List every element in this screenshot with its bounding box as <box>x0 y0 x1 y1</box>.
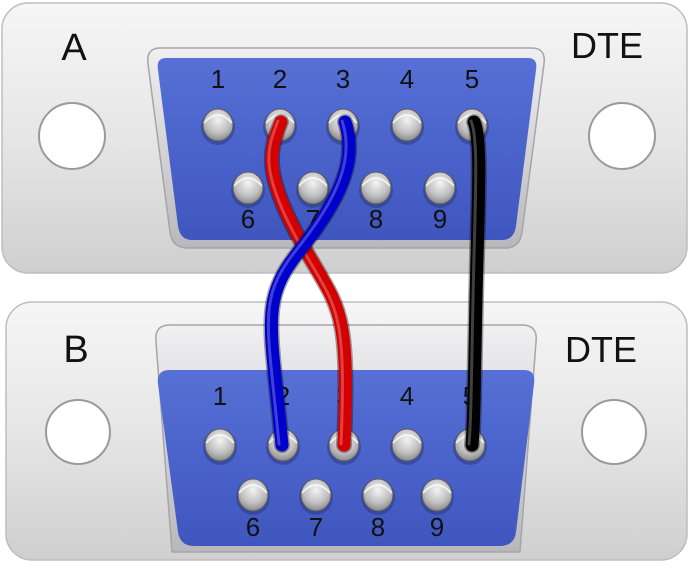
pin-contact <box>362 478 394 512</box>
wire-highlight <box>467 119 478 446</box>
wire-3-to-2 <box>263 114 358 453</box>
pin-label: 6 <box>246 512 260 542</box>
wire-body <box>465 115 486 452</box>
pin-highlight <box>301 484 331 494</box>
pin-label: 5 <box>465 64 479 94</box>
pin-1: 1 <box>201 64 235 145</box>
pin-4: 4 <box>390 381 424 465</box>
pin-contact <box>300 478 332 512</box>
pin-contact <box>391 108 423 142</box>
pin-label: 7 <box>309 512 323 542</box>
pin-label: 8 <box>369 204 383 234</box>
pin-highlight <box>298 177 328 187</box>
wire-5-to-5 <box>464 114 487 453</box>
pin-contact <box>237 478 269 512</box>
pin-highlight <box>425 177 455 187</box>
wires <box>263 114 487 453</box>
connector-a-label: A <box>61 27 87 69</box>
connector-a-left-mount-hole <box>38 102 106 170</box>
pin-label: 1 <box>213 381 227 411</box>
pin-highlight <box>363 484 393 494</box>
pin-contact <box>360 171 392 205</box>
pin-7: 7 <box>299 478 333 542</box>
pin-7: 7 <box>296 171 330 234</box>
wire-body <box>264 115 356 452</box>
pin-label: 3 <box>336 64 350 94</box>
pin-highlight <box>203 114 233 124</box>
pin-label: 6 <box>241 204 255 234</box>
pin-4: 4 <box>390 64 424 145</box>
pin-highlight <box>233 177 263 187</box>
connector-a-right-mount-hole <box>588 102 656 170</box>
pin-label: 4 <box>400 381 414 411</box>
pin-contact <box>424 171 456 205</box>
pin-label: 2 <box>273 64 287 94</box>
pin-highlight <box>392 434 422 444</box>
pin-contact <box>202 108 234 142</box>
connector-a-side-label: DTE <box>571 25 643 66</box>
pin-contact <box>297 171 329 205</box>
pin-8: 8 <box>359 171 393 234</box>
wire-highlight <box>266 119 348 446</box>
connector-b-right-mount-hole <box>581 399 647 465</box>
wire-body <box>265 115 352 452</box>
pin-highlight <box>265 114 295 124</box>
pin-highlight <box>422 484 452 494</box>
pin-label: 9 <box>433 204 447 234</box>
pin-contact <box>204 428 236 462</box>
pin-9: 9 <box>423 171 457 234</box>
pin-6: 6 <box>231 171 265 234</box>
pin-contact <box>232 171 264 205</box>
connector-b-left-mount-hole <box>45 399 111 465</box>
connector-b-label: B <box>63 329 88 371</box>
pin-label: 1 <box>211 64 225 94</box>
pin-1: 1 <box>203 381 237 465</box>
pin-contact <box>391 428 423 462</box>
pin-6: 6 <box>236 478 270 542</box>
connector-b-side-label: DTE <box>565 329 637 370</box>
pin-label: 8 <box>371 512 385 542</box>
pin-label: 4 <box>400 64 414 94</box>
pin-label: 9 <box>430 512 444 542</box>
pin-contact <box>421 478 453 512</box>
pin-highlight <box>205 434 235 444</box>
pin-highlight <box>392 114 422 124</box>
pin-9: 9 <box>420 478 454 542</box>
pin-highlight <box>457 114 487 124</box>
pin-highlight <box>361 177 391 187</box>
pin-highlight <box>238 484 268 494</box>
pin-8: 8 <box>361 478 395 542</box>
pin-highlight <box>328 114 358 124</box>
